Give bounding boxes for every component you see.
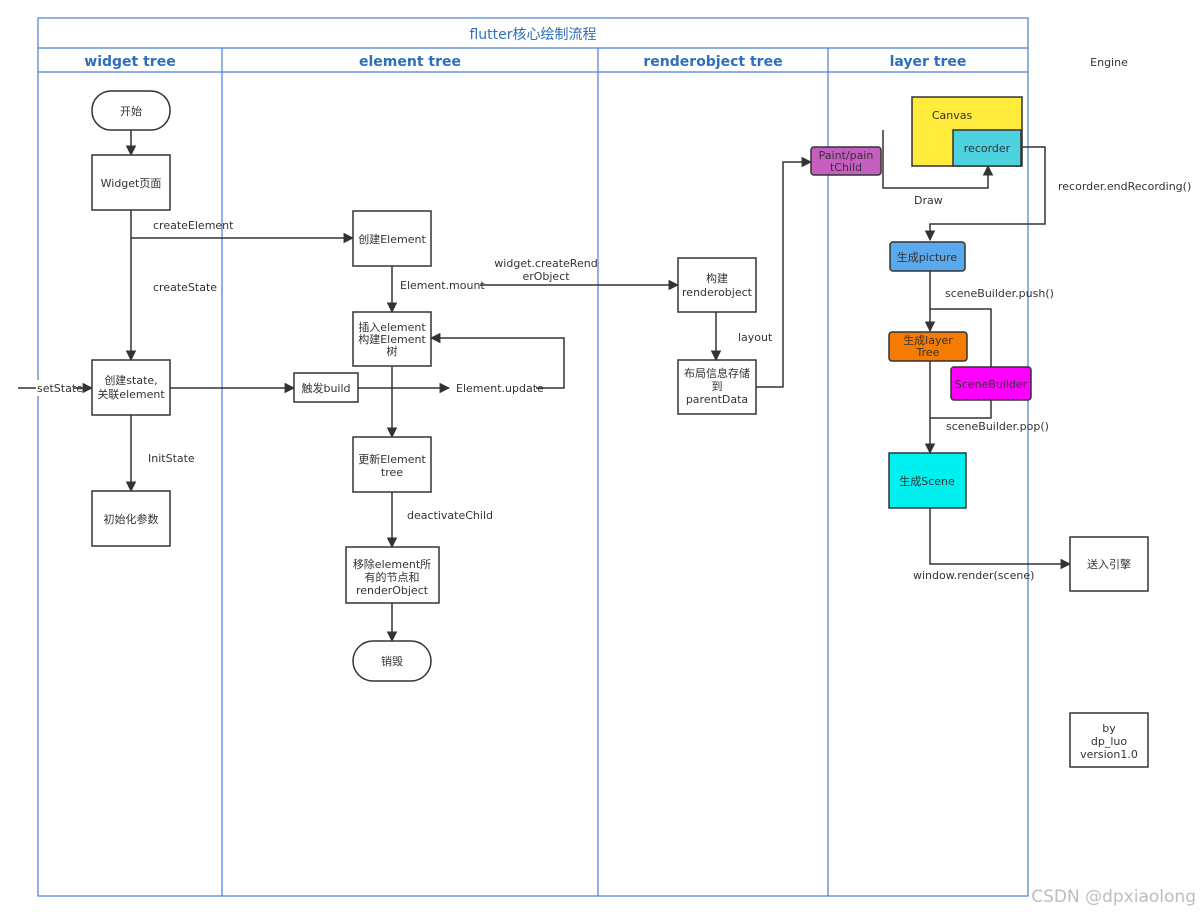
node-destroy: 销毁 [352,640,432,682]
label-window-render: window.render(scene) [913,569,1034,582]
svg-text:tChild: tChild [830,161,862,174]
lane-header-engine: Engine [1090,56,1128,69]
svg-text:parentData: parentData [686,393,748,406]
svg-text:Canvas: Canvas [932,109,973,122]
node-recorder: recorder [952,129,1022,167]
svg-text:有的节点和: 有的节点和 [365,570,420,584]
edge-to-paint [756,156,813,388]
svg-text:创建Element: 创建Element [358,232,426,246]
edges [18,130,1072,643]
edge-labels: createElement createState InitState setS… [36,180,1191,582]
label-element-mount: Element.mount [400,279,485,292]
svg-text:SceneBuilder: SceneBuilder [955,378,1028,391]
node-gen-scene: 生成Scene [888,452,967,509]
edge-push [930,308,992,367]
label-draw: Draw [914,194,943,207]
node-remove-element: 移除element所 有的节点和 renderObject [345,546,440,604]
node-paint-child: Paint/pain tChild [810,146,882,176]
svg-text:更新Element: 更新Element [358,452,426,466]
svg-text:tree: tree [381,466,403,479]
node-create-state: 创建state, 关联element [91,359,171,416]
diagram-title: flutter核心绘制流程 [469,27,596,43]
swimlane-frame [37,17,1029,897]
label-pop: sceneBuilder.pop() [946,420,1049,433]
node-gen-layer-tree: 生成layer Tree [888,331,968,362]
label-create-element: createElement [153,219,234,232]
svg-text:到: 到 [712,380,723,393]
node-widget-page: Widget页面 [91,154,171,211]
svg-text:触发build: 触发build [301,381,350,395]
node-start: 开始 [91,90,171,131]
svg-text:version1.0: version1.0 [1080,748,1138,761]
svg-text:移除element所: 移除element所 [353,557,431,571]
svg-text:Paint/pain: Paint/pain [819,149,874,162]
svg-text:销毁: 销毁 [381,654,403,668]
node-create-element: 创建Element [352,210,432,267]
svg-text:recorder: recorder [964,142,1011,155]
lane-header-layer: layer tree [890,54,967,70]
node-build-renderobject: 构建 renderobject [677,257,757,313]
svg-text:生成layer: 生成layer [903,333,953,347]
svg-text:树: 树 [387,344,398,358]
label-init-state: InitState [148,452,195,465]
svg-text:插入element: 插入element [358,320,426,334]
edge-window-render [929,508,1072,570]
svg-text:Tree: Tree [916,346,940,359]
edge-draw [882,130,994,189]
node-init-params: 初始化参数 [91,490,171,547]
node-insert-element: 插入element 构建Element 树 [352,311,432,367]
lane-header-widget: widget tree [84,54,175,70]
svg-text:renderObject: renderObject [356,584,429,597]
label-element-update: Element.update [456,382,544,395]
node-update-element-tree: 更新Element tree [352,436,432,493]
svg-text:生成picture: 生成picture [897,250,958,264]
node-trigger-build: 触发build [293,372,359,403]
svg-text:布局信息存储: 布局信息存储 [684,366,750,380]
svg-text:关联element: 关联element [97,387,165,401]
svg-text:生成Scene: 生成Scene [899,474,955,488]
label-layout: layout [738,331,773,344]
label-end-recording: recorder.endRecording() [1058,180,1191,193]
edge-update-loop [429,332,565,389]
label-create-state: createState [153,281,217,294]
svg-text:by: by [1102,722,1116,735]
edge-pop [930,400,992,419]
lane-header-element: element tree [359,54,461,70]
label-set-state: setState [37,382,83,395]
svg-text:创建state,: 创建state, [104,373,157,387]
svg-text:Widget页面: Widget页面 [101,177,162,190]
label-create-render-2: erObject [522,270,570,283]
node-scene-builder: SceneBuilder [950,366,1032,401]
lane-header-renderobject: renderobject tree [643,54,782,70]
svg-text:初始化参数: 初始化参数 [104,512,159,526]
label-push: sceneBuilder.push() [945,287,1054,300]
svg-text:dp_luo: dp_luo [1091,735,1127,748]
svg-text:构建Element: 构建Element [358,332,426,346]
label-create-render-1: widget.createRend [494,257,597,270]
svg-text:开始: 开始 [120,104,142,118]
node-gen-picture: 生成picture [889,241,966,272]
watermark: CSDN @dpxiaolong [1031,887,1196,907]
label-deactivate-child: deactivateChild [407,509,493,522]
node-credit: by dp_luo version1.0 [1069,712,1149,768]
node-layout-store: 布局信息存储 到 parentData [677,359,757,415]
svg-text:送入引擎: 送入引擎 [1087,557,1131,571]
svg-text:renderobject: renderobject [682,286,753,299]
edge-end-recording [924,146,1046,242]
node-send-engine: 送入引擎 [1069,536,1149,592]
svg-text:构建: 构建 [706,271,728,285]
